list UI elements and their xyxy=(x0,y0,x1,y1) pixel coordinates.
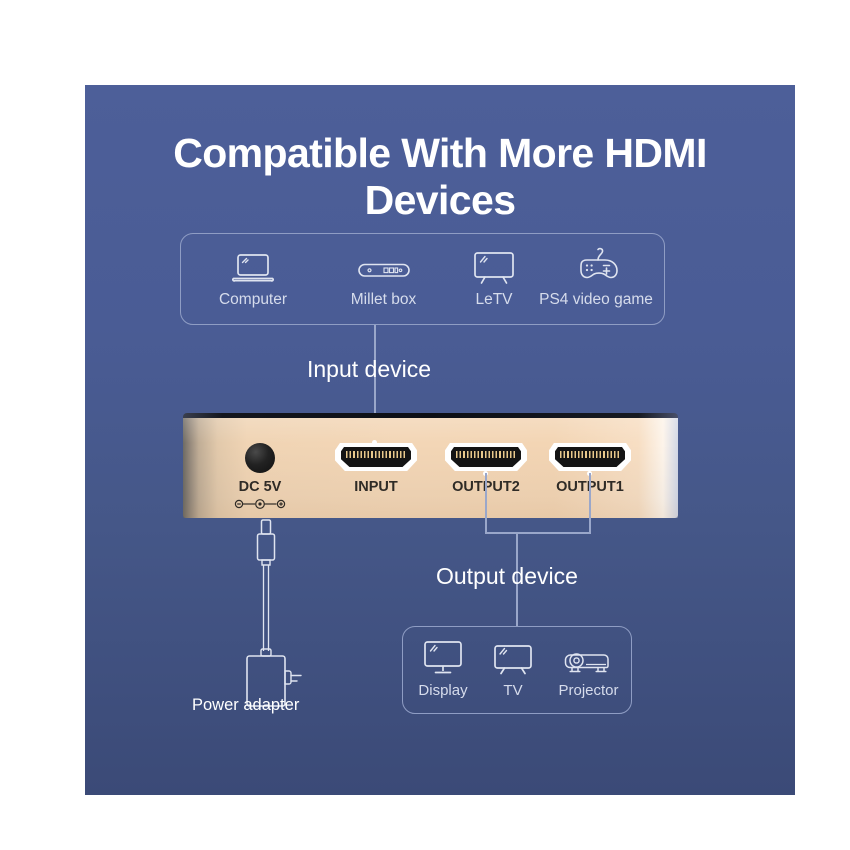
power-adapter-label: Power adapter xyxy=(192,696,300,714)
blue-panel: Compatible With More HDMI Devices Comput… xyxy=(85,85,795,795)
connector-output2-drop xyxy=(485,473,487,533)
port-pins xyxy=(346,451,406,458)
input-device-ps4[interactable]: PS4 video game xyxy=(526,234,666,324)
output-device-display[interactable]: Display xyxy=(403,627,483,713)
output-device-group: Display TV xyxy=(402,626,632,714)
input-step-label: Input device xyxy=(307,356,432,382)
projector-icon xyxy=(564,640,614,676)
hdmi-port-output2[interactable] xyxy=(445,443,527,471)
connector-output1-drop xyxy=(589,473,591,533)
tv-icon xyxy=(492,640,534,676)
page-title-line2: Devices xyxy=(364,177,516,223)
power-adapter-illustration xyxy=(225,518,335,708)
page-title: Compatible With More HDMI Devices xyxy=(85,130,795,224)
input-device-label: PS4 video game xyxy=(539,291,653,308)
output-device-label: Display xyxy=(418,682,468,699)
input-device-computer[interactable]: Computer xyxy=(181,234,325,324)
input-port-connector-dot xyxy=(372,440,377,445)
gamepad-icon xyxy=(567,247,625,285)
set-top-box-icon xyxy=(357,249,411,285)
output-device-label: TV xyxy=(503,682,523,699)
port-pins xyxy=(560,451,620,458)
input-device-millet-box[interactable]: Millet box xyxy=(320,234,447,324)
connector-output-join xyxy=(485,532,591,534)
connector-output-to-box xyxy=(516,532,518,627)
connector-input-to-device xyxy=(374,325,376,413)
port-pins xyxy=(456,451,516,458)
device-top-edge xyxy=(183,413,678,418)
input-device-label: Millet box xyxy=(350,291,417,308)
dc-power-jack[interactable] xyxy=(245,443,275,473)
hdmi-port-input[interactable] xyxy=(335,443,417,471)
output-step-label: Output device xyxy=(436,563,578,589)
laptop-icon xyxy=(231,249,275,285)
input-device-group: Computer Millet box xyxy=(180,233,665,325)
output-device-projector[interactable]: Projector xyxy=(544,627,633,713)
page-title-line1: Compatible With More HDMI xyxy=(173,130,707,176)
hdmi-port-output1[interactable] xyxy=(549,443,631,471)
input-device-label: Computer xyxy=(218,291,288,308)
hdmi-splitter-device: DC 5V INPUT xyxy=(183,413,678,518)
input-device-letv[interactable]: LeTV xyxy=(443,234,545,324)
dc-port-label: DC 5V xyxy=(238,479,282,495)
input-device-label: LeTV xyxy=(475,291,513,308)
input-port-label: INPUT xyxy=(354,479,398,495)
output-device-label: Projector xyxy=(558,682,619,699)
monitor-icon xyxy=(422,640,464,676)
tv-icon xyxy=(472,249,516,285)
output-device-tv[interactable]: TV xyxy=(477,627,549,713)
polarity-symbol xyxy=(234,499,286,509)
